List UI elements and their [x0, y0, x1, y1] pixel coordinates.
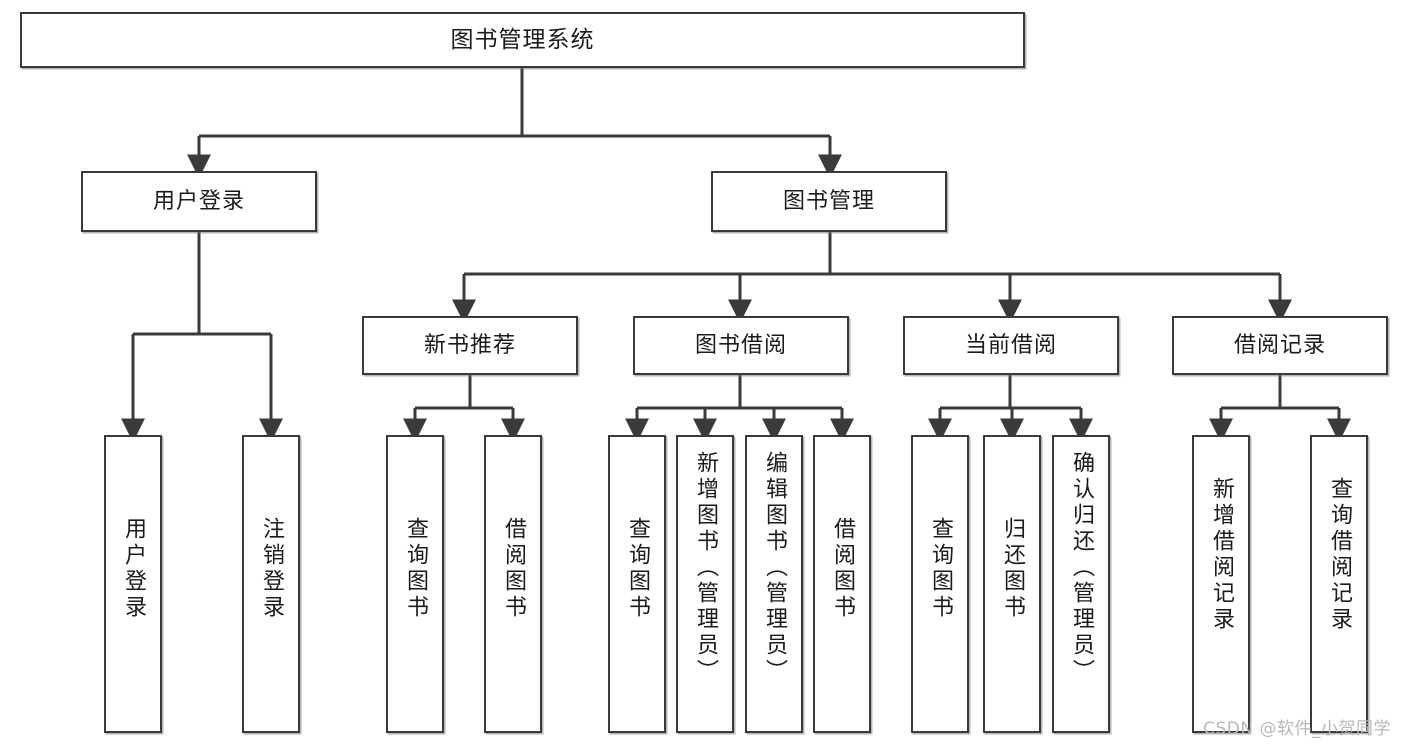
node-leaf-borrow-book-2[interactable]: 借阅图书	[813, 435, 871, 733]
node-current-borrow-label: 当前借阅	[964, 332, 1057, 358]
node-leaf-add-record-label: 新增借阅记录	[1209, 477, 1234, 633]
node-leaf-user-login[interactable]: 用户登录	[104, 435, 162, 733]
node-new-book-recommend[interactable]: 新书推荐	[362, 316, 578, 375]
node-root[interactable]: 图书管理系统	[20, 12, 1025, 68]
node-leaf-query-book-1-label: 查询图书	[403, 517, 428, 621]
node-leaf-add-book-label: 新增图书（管理员）	[693, 451, 718, 685]
node-leaf-edit-book-label: 编辑图书（管理员）	[762, 451, 787, 685]
node-book-manage[interactable]: 图书管理	[711, 171, 947, 232]
node-current-borrow[interactable]: 当前借阅	[903, 316, 1119, 375]
node-leaf-query-record-label: 查询借阅记录	[1327, 477, 1352, 633]
node-leaf-query-record[interactable]: 查询借阅记录	[1310, 435, 1368, 733]
node-leaf-user-logout-label: 注销登录	[259, 517, 284, 621]
node-leaf-confirm-return[interactable]: 确认归还（管理员）	[1052, 435, 1110, 733]
node-book-manage-label: 图书管理	[782, 188, 875, 214]
node-root-label: 图书管理系统	[450, 26, 595, 53]
node-user-login[interactable]: 用户登录	[81, 171, 317, 232]
node-leaf-user-login-label: 用户登录	[121, 517, 146, 621]
node-leaf-query-book-2-label: 查询图书	[625, 517, 650, 621]
node-leaf-borrow-book-1-label: 借阅图书	[501, 517, 526, 621]
node-borrow-record[interactable]: 借阅记录	[1172, 316, 1388, 375]
node-leaf-query-book-2[interactable]: 查询图书	[608, 435, 666, 733]
node-book-borrow[interactable]: 图书借阅	[633, 316, 849, 375]
node-leaf-borrow-book-2-label: 借阅图书	[830, 517, 855, 621]
node-new-book-recommend-label: 新书推荐	[423, 332, 516, 358]
node-leaf-confirm-return-label: 确认归还（管理员）	[1069, 451, 1094, 685]
node-leaf-query-book-3[interactable]: 查询图书	[911, 435, 969, 733]
node-leaf-query-book-1[interactable]: 查询图书	[386, 435, 444, 733]
node-borrow-record-label: 借阅记录	[1233, 332, 1326, 358]
node-book-borrow-label: 图书借阅	[694, 332, 787, 358]
node-leaf-add-book[interactable]: 新增图书（管理员）	[676, 435, 734, 733]
node-leaf-edit-book[interactable]: 编辑图书（管理员）	[745, 435, 803, 733]
node-leaf-borrow-book-1[interactable]: 借阅图书	[484, 435, 542, 733]
node-user-login-label: 用户登录	[152, 188, 245, 214]
node-leaf-return-book-label: 归还图书	[1000, 517, 1025, 621]
node-leaf-add-record[interactable]: 新增借阅记录	[1192, 435, 1250, 733]
node-leaf-user-logout[interactable]: 注销登录	[242, 435, 300, 733]
node-leaf-query-book-3-label: 查询图书	[928, 517, 953, 621]
node-leaf-return-book[interactable]: 归还图书	[983, 435, 1041, 733]
